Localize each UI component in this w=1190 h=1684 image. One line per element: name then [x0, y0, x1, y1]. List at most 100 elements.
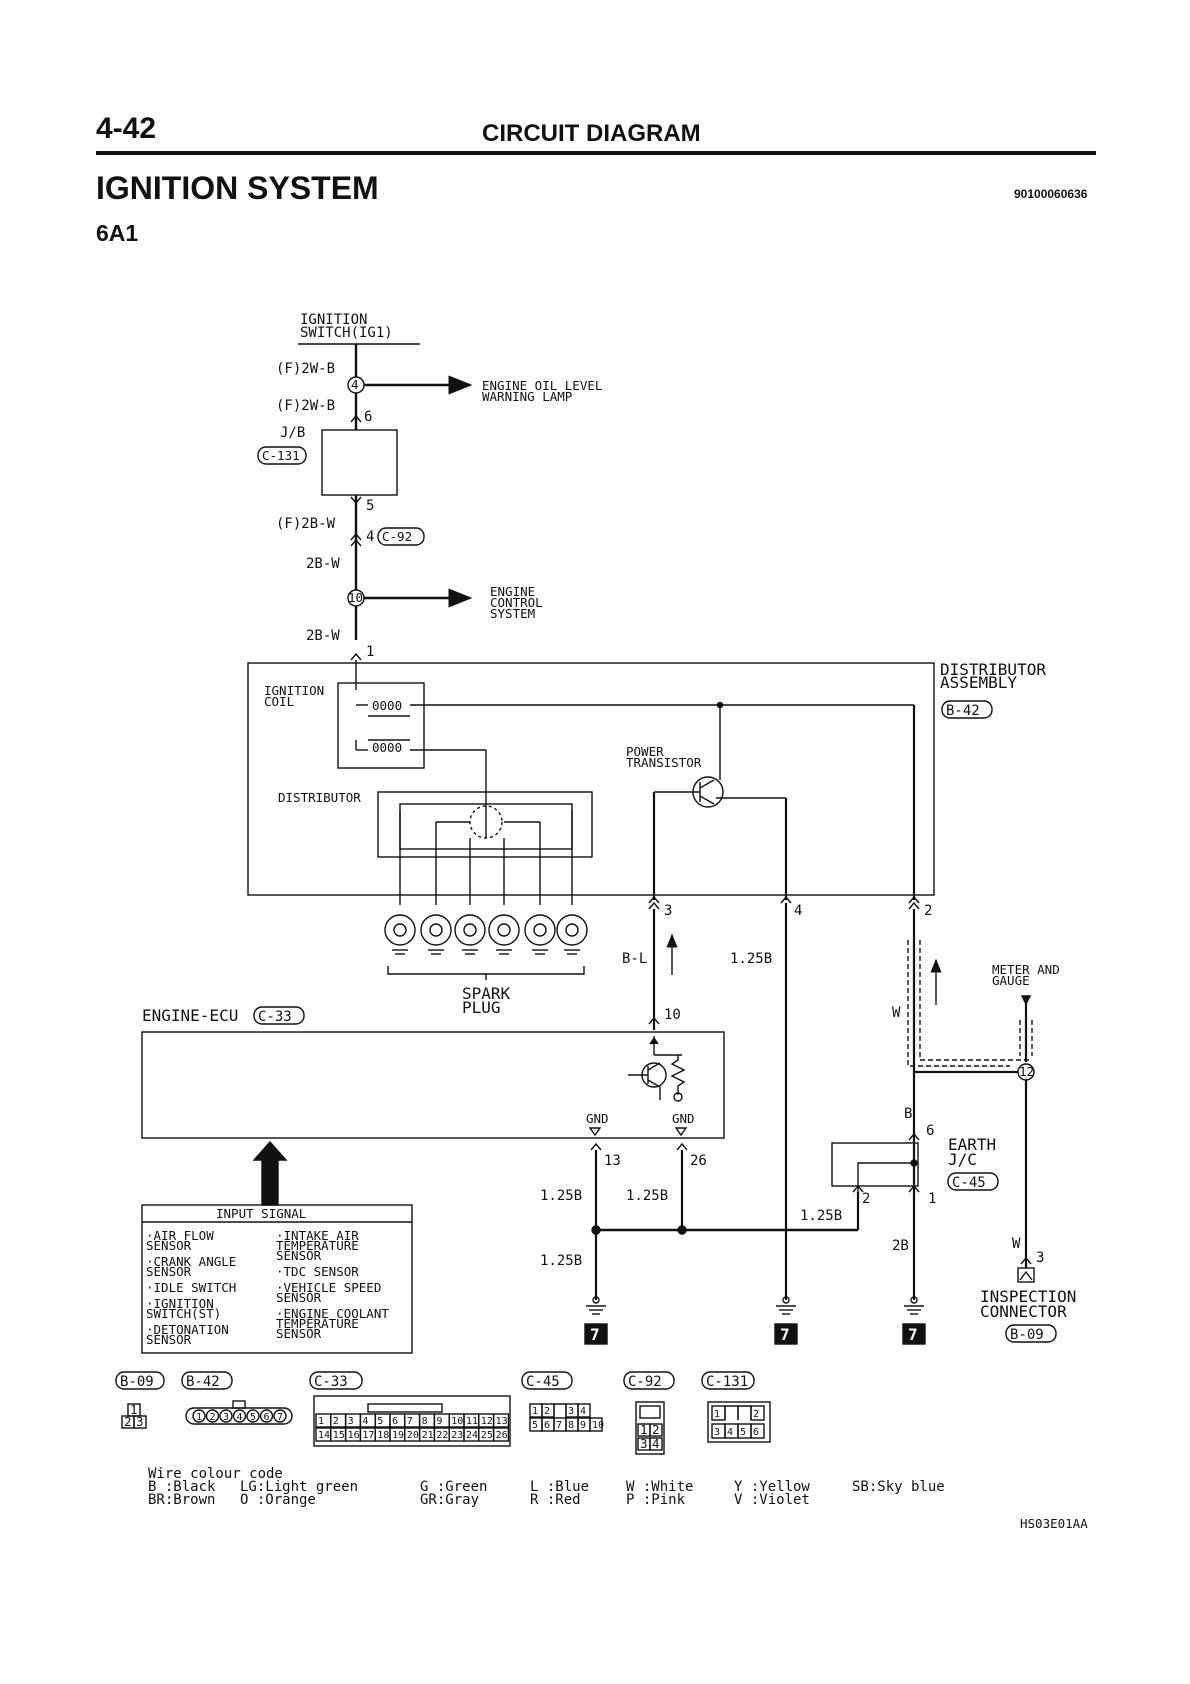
svg-text:6: 6 — [753, 1427, 759, 1438]
connector-pin: 4 — [577, 1403, 591, 1418]
earth-symbol-3: 7 — [902, 1296, 926, 1345]
junction-block: J/B C-131 — [257, 425, 398, 496]
svg-text:SENSOR: SENSOR — [146, 1264, 192, 1279]
svg-text:C-33: C-33 — [314, 1374, 348, 1390]
svg-text:V :Violet: V :Violet — [734, 1492, 810, 1508]
connector-pin: 22 — [433, 1427, 450, 1442]
svg-text:12: 12 — [1019, 1064, 1034, 1079]
connector-pin: 1 — [711, 1405, 726, 1421]
svg-text:SENSOR: SENSOR — [276, 1290, 322, 1305]
svg-text:4: 4 — [237, 1412, 243, 1423]
svg-text:11: 11 — [466, 1416, 478, 1427]
svg-text:C-92: C-92 — [628, 1374, 662, 1390]
connector-pin: 10 — [589, 1417, 604, 1432]
connector-pin: 3 — [565, 1403, 579, 1418]
svg-text:7: 7 — [780, 1325, 790, 1344]
svg-text:4: 4 — [580, 1406, 586, 1417]
svg-text:6: 6 — [544, 1420, 550, 1431]
svg-text:O :Orange: O :Orange — [240, 1492, 316, 1508]
spark-plug-wires — [399, 810, 573, 905]
pin-2-earth: 2 — [862, 1191, 870, 1207]
svg-text:2: 2 — [652, 1422, 660, 1437]
spark-plugs: SPARK PLUG — [384, 914, 588, 1017]
connector-pin: 19 — [389, 1427, 406, 1442]
connector-pin: 2 — [330, 1413, 347, 1428]
pin-4-dist: 4 — [794, 903, 802, 919]
spark-plug-2 — [420, 914, 452, 955]
svg-text:DISTRIBUTOR: DISTRIBUTOR — [940, 660, 1046, 679]
svg-text:ASSEMBLY: ASSEMBLY — [940, 673, 1017, 692]
connector-pin: 9 — [577, 1417, 591, 1432]
svg-text:23: 23 — [451, 1430, 463, 1441]
input-arrow — [252, 1140, 288, 1206]
wire-label-125b-e: 1.25B — [540, 1253, 582, 1269]
spark-plug-1 — [384, 914, 416, 955]
svg-text:SENSOR: SENSOR — [146, 1238, 192, 1253]
svg-text:TEMPERATURE: TEMPERATURE — [276, 1316, 359, 1331]
svg-text:7: 7 — [407, 1416, 413, 1427]
inspection-connector: INSPECTION CONNECTOR B-09 — [980, 1267, 1076, 1343]
pin-6: 6 — [364, 409, 372, 425]
connector-pin: 2 — [750, 1405, 765, 1421]
svg-text:10: 10 — [348, 590, 363, 605]
svg-text:0000: 0000 — [372, 698, 402, 713]
svg-text:SENSOR: SENSOR — [276, 1326, 322, 1341]
spark-plug-6 — [556, 914, 588, 955]
svg-text:12: 12 — [481, 1416, 493, 1427]
svg-text:·AIR FLOW: ·AIR FLOW — [146, 1228, 214, 1243]
connector-pin: 10 — [448, 1413, 465, 1428]
splice-12: 12 — [1017, 1063, 1035, 1081]
svg-text:1: 1 — [640, 1422, 648, 1437]
svg-text:26: 26 — [496, 1430, 508, 1441]
svg-text:W :White: W :White — [626, 1479, 693, 1495]
svg-text:14: 14 — [318, 1430, 330, 1441]
shielded-wire: W — [892, 909, 1030, 1080]
section-title: CIRCUIT DIAGRAM — [482, 120, 701, 147]
svg-text:Wire colour code: Wire colour code — [148, 1466, 283, 1482]
svg-text:2: 2 — [210, 1412, 216, 1423]
svg-text:5: 5 — [377, 1416, 383, 1427]
svg-text:BR:Brown: BR:Brown — [148, 1492, 215, 1508]
connector-b09: B-09 1 2 3 — [115, 1371, 165, 1429]
earth-junction-connector: EARTH J/C C-45 — [831, 1135, 999, 1205]
svg-text:4: 4 — [652, 1436, 660, 1451]
wire-label-w2: W — [1012, 1236, 1021, 1252]
svg-text:L :Blue: L :Blue — [530, 1479, 589, 1495]
connector-pin: 11 — [463, 1413, 480, 1428]
svg-text:8: 8 — [422, 1416, 428, 1427]
svg-text:7: 7 — [908, 1325, 918, 1344]
svg-text:5: 5 — [532, 1420, 538, 1431]
svg-text:G :Green: G :Green — [420, 1479, 487, 1495]
connector-pin: 4 — [359, 1413, 376, 1428]
wire-label-f2wb-1: (F)2W-B — [276, 361, 335, 377]
svg-text:1: 1 — [318, 1416, 324, 1427]
svg-text:4: 4 — [351, 377, 359, 392]
svg-text:METER AND: METER AND — [992, 962, 1060, 977]
pin-6-earth: 6 — [926, 1123, 934, 1139]
svg-text:1: 1 — [196, 1412, 202, 1423]
connector-pin: 5 — [529, 1417, 543, 1432]
svg-text:·DETONATION: ·DETONATION — [146, 1322, 229, 1337]
pin-2-dist: 2 — [924, 903, 932, 919]
splice-4: 4 — [347, 376, 365, 394]
connector-pin: 5 — [374, 1413, 391, 1428]
svg-text:SENSOR: SENSOR — [276, 1248, 322, 1263]
wire-label-125b-d: 1.25B — [800, 1208, 842, 1224]
svg-text:3: 3 — [568, 1406, 574, 1417]
connector-pin: 1 — [192, 1409, 206, 1423]
connector-pin: 17 — [359, 1427, 376, 1442]
connector-pin: 2 — [205, 1409, 220, 1423]
svg-text:1: 1 — [532, 1406, 538, 1417]
distributor-assembly: DISTRIBUTOR ASSEMBLY B-42 — [247, 660, 1046, 896]
connector-pin: 9 — [433, 1413, 450, 1428]
svg-text:2: 2 — [753, 1409, 759, 1420]
connector-pin: 7 — [553, 1417, 567, 1432]
connector-pin: 8 — [418, 1413, 436, 1428]
svg-text:GND: GND — [586, 1111, 609, 1126]
connector-pin: 6 — [541, 1417, 555, 1432]
header-rule — [96, 151, 1096, 155]
svg-text:POWER: POWER — [626, 744, 664, 759]
